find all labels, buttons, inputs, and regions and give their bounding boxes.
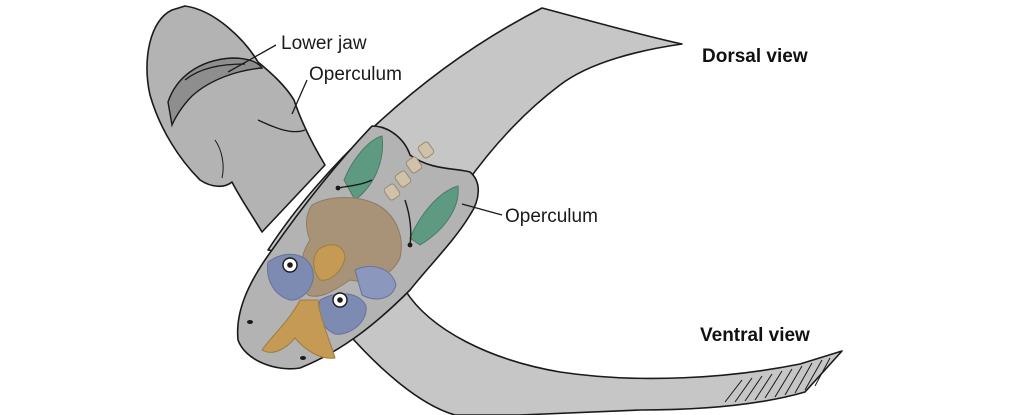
leader-lines bbox=[227, 44, 503, 216]
label-lower-jaw: Lower jaw bbox=[281, 33, 367, 54]
lateral-head-view bbox=[146, 5, 326, 233]
lateral-operculum-line bbox=[257, 119, 306, 133]
jaw-cartilage bbox=[261, 299, 336, 359]
left-gill-opening bbox=[337, 179, 373, 189]
nostril-marks bbox=[247, 320, 306, 360]
label-ventral-view: Ventral view bbox=[700, 325, 810, 346]
right-eye-icon bbox=[332, 292, 348, 308]
lateral-head-shape bbox=[146, 5, 326, 233]
ventral-view-fish bbox=[344, 289, 843, 415]
dorsal-head-view bbox=[236, 125, 480, 370]
right-operculum bbox=[409, 185, 459, 246]
palatoquadrate bbox=[313, 244, 346, 281]
vertebral-column bbox=[383, 141, 435, 201]
lateral-head-detail bbox=[214, 139, 224, 179]
left-operculum bbox=[343, 135, 384, 201]
right-gill-pore bbox=[407, 242, 413, 248]
right-gill-opening bbox=[404, 199, 412, 246]
label-operculum-top: Operculum bbox=[309, 64, 402, 85]
left-gill-pore bbox=[335, 185, 341, 191]
lower-jaw-edge bbox=[184, 63, 246, 81]
label-operculum-right: Operculum bbox=[505, 206, 598, 227]
label-dorsal-view: Dorsal view bbox=[702, 46, 808, 67]
lower-jaw-band bbox=[167, 57, 264, 128]
branchial-arch-left bbox=[267, 253, 314, 301]
tail-fin-rays bbox=[724, 357, 831, 403]
left-eye-icon bbox=[282, 257, 298, 273]
operculum-top-leader bbox=[291, 79, 308, 115]
hyoid-arch bbox=[354, 266, 397, 300]
ventral-fish-body bbox=[344, 289, 843, 415]
operculum-right-leader bbox=[461, 203, 503, 216]
lower-jaw-leader bbox=[227, 44, 277, 73]
